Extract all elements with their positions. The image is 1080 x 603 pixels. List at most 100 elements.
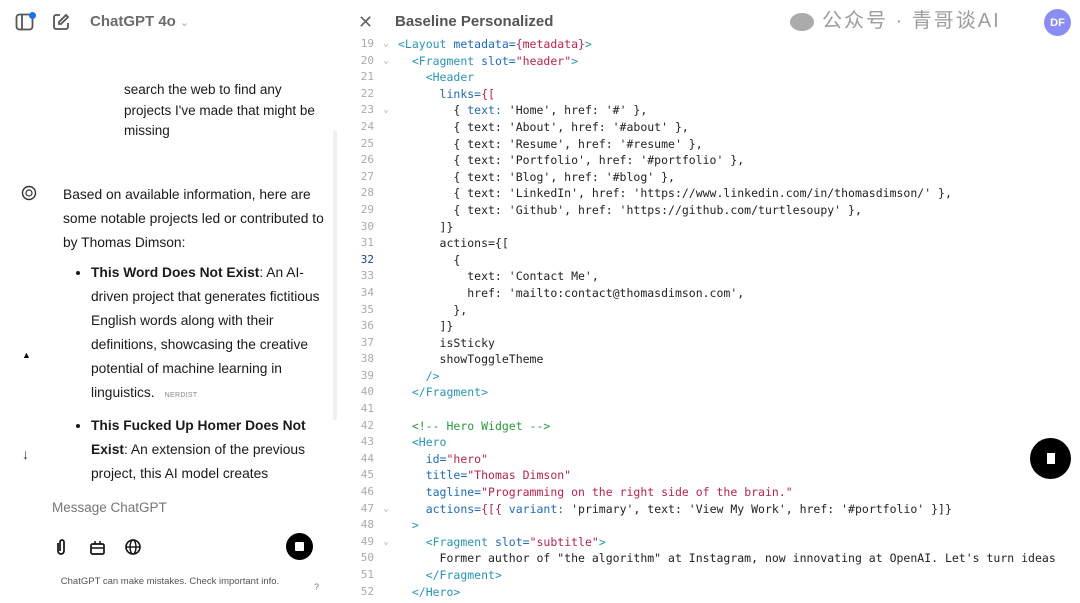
fold-chevron-icon[interactable] bbox=[374, 484, 398, 501]
floating-stop-button[interactable] bbox=[1030, 438, 1071, 479]
close-canvas-icon[interactable]: ✕ bbox=[358, 12, 374, 32]
code-line[interactable]: 52 </Hero> bbox=[340, 584, 1080, 601]
fold-chevron-icon[interactable] bbox=[374, 335, 398, 352]
fold-chevron-icon[interactable] bbox=[374, 351, 398, 368]
fold-chevron-icon[interactable] bbox=[374, 285, 398, 302]
line-number: 38 bbox=[360, 352, 374, 366]
code-token: <Layout bbox=[398, 37, 454, 51]
code-line[interactable]: 41 bbox=[340, 401, 1080, 418]
code-line[interactable]: 43 <Hero bbox=[340, 434, 1080, 451]
code-token: </Hero> bbox=[411, 584, 461, 599]
fold-chevron-icon[interactable]: ⌄ bbox=[383, 55, 389, 66]
message-input[interactable]: Message ChatGPT bbox=[52, 500, 167, 515]
code-line[interactable]: 48 > bbox=[340, 517, 1080, 534]
fold-chevron-icon[interactable] bbox=[374, 119, 398, 136]
fold-chevron-icon[interactable] bbox=[374, 252, 398, 269]
code-line[interactable]: 28 { text: 'LinkedIn', href: 'https://ww… bbox=[340, 185, 1080, 202]
code-line[interactable]: 34 href: 'mailto:contact@thomasdimson.co… bbox=[340, 285, 1080, 302]
fold-chevron-icon[interactable] bbox=[374, 517, 398, 534]
fold-chevron-icon[interactable] bbox=[374, 567, 398, 584]
fold-chevron-icon[interactable] bbox=[374, 434, 398, 451]
code-line[interactable]: 36 ]} bbox=[340, 318, 1080, 335]
code-line[interactable]: 22 links={[ bbox=[340, 86, 1080, 103]
code-line[interactable]: 40 </Fragment> bbox=[340, 384, 1080, 401]
fold-chevron-icon[interactable]: ⌄ bbox=[383, 39, 389, 49]
code-token: > bbox=[411, 518, 419, 533]
code-editor[interactable]: 19 ⌄ <Layout metadata={metadata}>20⌄ <Frag… bbox=[340, 36, 1080, 600]
fold-chevron-icon[interactable] bbox=[374, 584, 398, 601]
code-line[interactable]: 39 /> bbox=[340, 368, 1080, 385]
model-selector[interactable]: ChatGPT 4o⌄ bbox=[86, 13, 189, 31]
code-line[interactable]: 27 { text: 'Blog', href: '#blog' }, bbox=[340, 169, 1080, 186]
code-line[interactable]: 45 title="Thomas Dimson" bbox=[340, 467, 1080, 484]
stop-generating-button[interactable] bbox=[286, 533, 313, 560]
source-link[interactable]: NERDIST bbox=[164, 392, 198, 399]
fold-chevron-icon[interactable] bbox=[374, 136, 398, 153]
chat-scrollbar[interactable] bbox=[333, 130, 337, 420]
fold-chevron-icon[interactable] bbox=[374, 467, 398, 484]
code-line[interactable]: 23⌄ { text: 'Home', href: '#' }, bbox=[340, 102, 1080, 119]
code-line[interactable]: 25 { text: 'Resume', href: '#resume' }, bbox=[340, 136, 1080, 153]
fold-chevron-icon[interactable] bbox=[374, 219, 398, 236]
fold-chevron-icon[interactable]: ⌄ bbox=[383, 105, 389, 116]
line-number: 46 bbox=[360, 485, 374, 499]
fold-chevron-icon[interactable] bbox=[374, 152, 398, 169]
fold-chevron-icon[interactable] bbox=[374, 418, 398, 435]
line-number: 23 bbox=[360, 103, 374, 117]
fold-chevron-icon[interactable] bbox=[374, 318, 398, 335]
code-text: { text: 'Blog', href: '#blog' }, bbox=[398, 169, 675, 186]
fold-chevron-icon[interactable]: ⌄ bbox=[383, 536, 389, 547]
code-line[interactable]: 44 id="hero" bbox=[340, 451, 1080, 468]
fold-chevron-icon[interactable] bbox=[374, 268, 398, 285]
attach-paperclip-icon[interactable] bbox=[50, 536, 72, 558]
code-line[interactable]: 24 { text: 'About', href: '#about' }, bbox=[340, 119, 1080, 136]
code-text: <Layout metadata={metadata}> bbox=[398, 36, 592, 53]
code-line[interactable]: 37 isSticky bbox=[340, 335, 1080, 352]
code-line[interactable]: 50 Former author of "the algorithm" at I… bbox=[340, 550, 1080, 567]
fold-chevron-icon[interactable] bbox=[374, 69, 398, 86]
fold-chevron-icon[interactable] bbox=[374, 185, 398, 202]
fold-chevron-icon[interactable] bbox=[374, 86, 398, 103]
sidebar-toggle-icon[interactable] bbox=[14, 11, 36, 33]
code-token: "Thomas Dimson" bbox=[467, 468, 572, 483]
toolbox-icon[interactable] bbox=[86, 536, 108, 558]
line-number: 39 bbox=[360, 368, 374, 382]
fold-chevron-icon[interactable] bbox=[374, 235, 398, 252]
code-line[interactable]: 21 <Header bbox=[340, 69, 1080, 86]
code-line[interactable]: 30 ]} bbox=[340, 219, 1080, 236]
globe-search-icon[interactable] bbox=[122, 536, 144, 558]
code-line[interactable]: 29 { text: 'Github', href: 'https://gith… bbox=[340, 202, 1080, 219]
code-line[interactable]: 35 }, bbox=[340, 302, 1080, 319]
fold-chevron-icon[interactable] bbox=[374, 202, 398, 219]
code-line[interactable]: 38 showToggleTheme bbox=[340, 351, 1080, 368]
new-chat-icon[interactable] bbox=[50, 11, 72, 33]
fold-chevron-icon[interactable] bbox=[374, 401, 398, 418]
code-line[interactable]: 49⌄ <Fragment slot="subtitle"> bbox=[340, 534, 1080, 551]
code-line[interactable]: 33 text: 'Contact Me', bbox=[340, 268, 1080, 285]
item-title: This Fucked Up Homer Does Not Exist bbox=[91, 418, 306, 457]
code-line[interactable]: 19 ⌄ <Layout metadata={metadata}> bbox=[340, 36, 1080, 53]
code-line[interactable]: 51 </Fragment> bbox=[340, 567, 1080, 584]
fold-chevron-icon[interactable] bbox=[374, 368, 398, 385]
code-token: metadata= bbox=[453, 37, 516, 51]
fold-chevron-icon[interactable]: ⌄ bbox=[383, 503, 389, 514]
avatar[interactable]: DF bbox=[1044, 9, 1071, 36]
fold-chevron-icon[interactable] bbox=[374, 550, 398, 567]
code-text: </Fragment> bbox=[398, 567, 502, 584]
fold-chevron-icon[interactable] bbox=[374, 451, 398, 468]
code-text: /> bbox=[398, 368, 440, 385]
fold-chevron-icon[interactable] bbox=[374, 384, 398, 401]
fold-chevron-icon[interactable] bbox=[374, 302, 398, 319]
scroll-down-arrow-icon[interactable]: ↓ bbox=[22, 446, 29, 462]
canvas-panel: ✕ Baseline Personalized DF 19⌄<Layout me… bbox=[340, 0, 1080, 603]
code-line[interactable]: 20⌄ <Fragment slot="header"> bbox=[340, 53, 1080, 70]
code-line[interactable]: 46 tagline="Programming on the right sid… bbox=[340, 484, 1080, 501]
code-line[interactable]: 42 <!-- Hero Widget --> bbox=[340, 418, 1080, 435]
code-line[interactable]: 31 actions={[ bbox=[340, 235, 1080, 252]
help-button[interactable]: ? bbox=[314, 582, 320, 592]
fold-chevron-icon[interactable] bbox=[374, 169, 398, 186]
code-line[interactable]: 47⌄ actions={[{ variant: 'primary', text… bbox=[340, 501, 1080, 518]
code-line[interactable]: 32 { bbox=[340, 252, 1080, 269]
code-line[interactable]: 26 { text: 'Portfolio', href: '#portfoli… bbox=[340, 152, 1080, 169]
line-number: 19 bbox=[360, 37, 374, 50]
